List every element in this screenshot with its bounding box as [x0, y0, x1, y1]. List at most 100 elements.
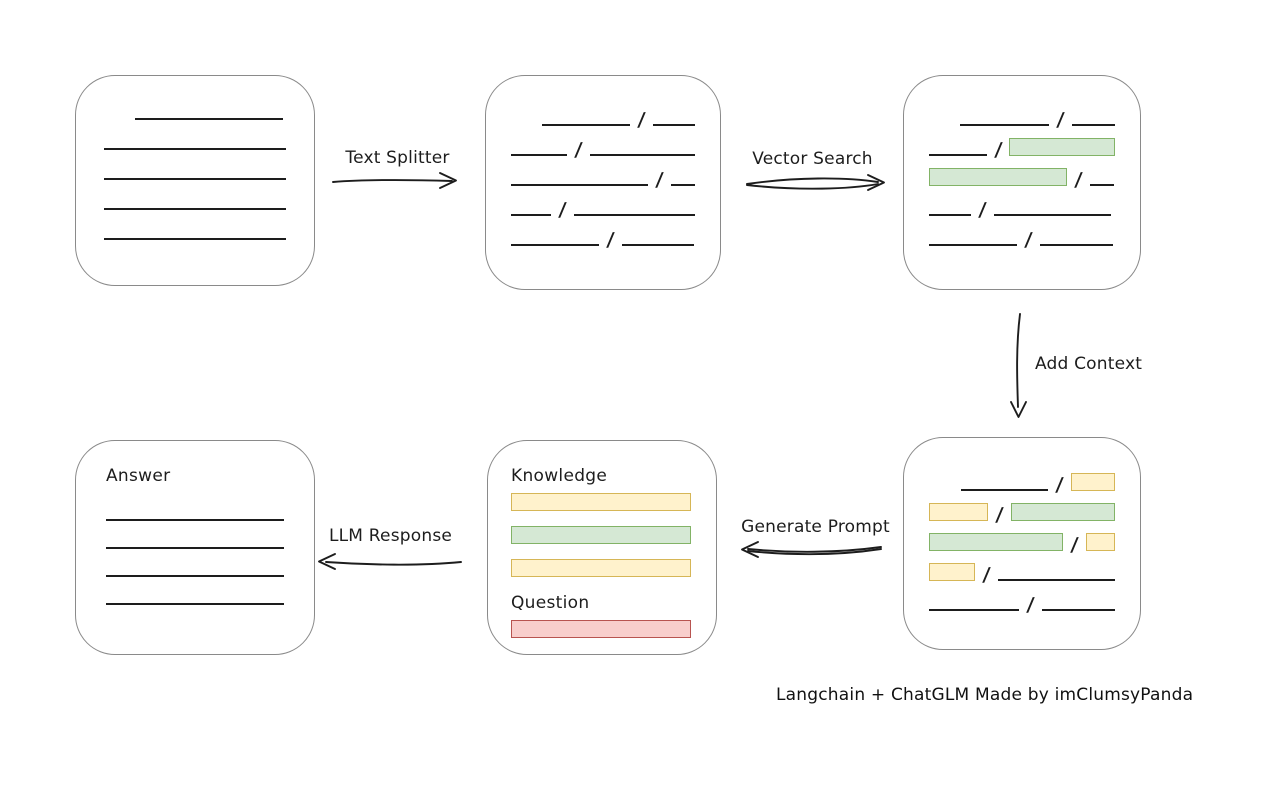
yellow-chunk	[929, 503, 988, 521]
text-line	[104, 238, 286, 240]
split-chunks-box: /////	[485, 75, 721, 290]
chunk-row	[511, 559, 693, 592]
text-line	[1039, 244, 1113, 246]
context-chunk-lines: /////	[904, 438, 1140, 616]
vector-matches-box: /////	[903, 75, 1141, 290]
chunk-row: /	[929, 216, 1115, 251]
yellow-chunk	[1085, 533, 1115, 551]
chunk-row: /	[511, 156, 695, 191]
knowledge-bars	[488, 493, 716, 592]
chunk-row	[106, 493, 284, 521]
document-lines	[76, 76, 314, 240]
question-bars	[488, 620, 716, 653]
green-chunk	[511, 526, 691, 544]
chunk-row: /	[511, 186, 695, 221]
chunk-row	[511, 620, 693, 653]
text-line	[1071, 124, 1115, 126]
chunk-row: /	[511, 216, 695, 251]
vector-match-lines: /////	[904, 76, 1140, 251]
green-chunk	[1009, 138, 1115, 156]
vector-search-label: Vector Search	[752, 149, 873, 169]
chunk-row	[106, 549, 284, 577]
chunk-row	[104, 210, 286, 240]
text-line	[621, 244, 694, 246]
slash-separator: /	[993, 139, 1003, 161]
red-chunk	[511, 620, 691, 638]
text-line	[511, 214, 551, 216]
generate-prompt-arrow	[741, 541, 882, 558]
chunk-row: /	[929, 491, 1115, 526]
context-chunks-box: /////	[903, 437, 1141, 650]
slash-separator: /	[557, 199, 567, 221]
chunk-row: /	[929, 96, 1115, 131]
text-line	[1089, 184, 1114, 186]
answer-lines	[76, 493, 314, 605]
text-line	[542, 124, 630, 126]
chunk-row: /	[929, 461, 1115, 496]
llm-response-arrow	[318, 553, 462, 570]
vector-search-arrow	[746, 174, 885, 191]
text-splitter-label: Text Splitter	[345, 148, 450, 168]
slash-separator: /	[605, 229, 616, 251]
source-document-box	[75, 75, 315, 286]
chunk-row: /	[929, 581, 1115, 616]
text-line	[929, 244, 1017, 246]
generate-prompt-label: Generate Prompt	[741, 517, 890, 537]
text-line	[993, 214, 1111, 216]
text-line	[590, 154, 695, 156]
slash-separator: /	[994, 504, 1004, 526]
text-line	[671, 184, 695, 186]
chunk-row: /	[929, 126, 1115, 161]
text-line	[997, 579, 1115, 581]
slash-separator: /	[1054, 474, 1064, 496]
text-line	[106, 547, 284, 549]
text-line	[511, 244, 599, 246]
text-line	[929, 154, 987, 156]
chunk-row	[511, 493, 693, 526]
text-line	[929, 214, 971, 216]
yellow-chunk	[511, 493, 691, 511]
split-chunk-lines: /////	[486, 76, 720, 251]
answer-label: Answer	[106, 466, 171, 486]
chunk-row	[104, 180, 286, 210]
yellow-chunk	[929, 563, 975, 581]
text-line	[1041, 609, 1115, 611]
text-line	[573, 214, 695, 216]
chunk-row: /	[511, 96, 695, 131]
chunk-row	[106, 577, 284, 605]
credit-text: Langchain + ChatGLM Made by imClumsyPand…	[776, 685, 1194, 705]
text-line	[104, 208, 286, 210]
yellow-chunk	[511, 559, 691, 577]
text-line	[135, 118, 283, 120]
prompt-box: Knowledge Question	[487, 440, 717, 655]
slash-separator: /	[636, 109, 646, 131]
yellow-chunk	[1070, 473, 1115, 491]
text-line	[961, 489, 1048, 491]
green-chunk	[929, 168, 1067, 186]
slash-separator: /	[1023, 229, 1034, 251]
text-line	[511, 184, 649, 186]
chunk-row	[511, 526, 693, 559]
chunk-row	[104, 120, 286, 150]
text-line	[106, 575, 284, 577]
text-line	[106, 519, 284, 521]
chunk-row: /	[511, 126, 695, 161]
green-chunk	[929, 533, 1063, 551]
text-splitter-arrow	[332, 172, 457, 189]
llm-response-label: LLM Response	[328, 526, 453, 546]
text-line	[929, 609, 1019, 611]
add-context-arrow	[1010, 313, 1027, 418]
text-line	[106, 603, 284, 605]
chunk-row	[104, 90, 286, 120]
chunk-row: /	[929, 551, 1115, 586]
text-line	[652, 124, 695, 126]
text-line	[960, 124, 1050, 126]
text-line	[104, 148, 286, 150]
slash-separator: /	[1025, 594, 1036, 616]
text-line	[104, 178, 286, 180]
answer-box: Answer	[75, 440, 315, 655]
chunk-row: /	[929, 521, 1115, 556]
chunk-row: /	[929, 156, 1115, 191]
text-line	[511, 154, 568, 156]
